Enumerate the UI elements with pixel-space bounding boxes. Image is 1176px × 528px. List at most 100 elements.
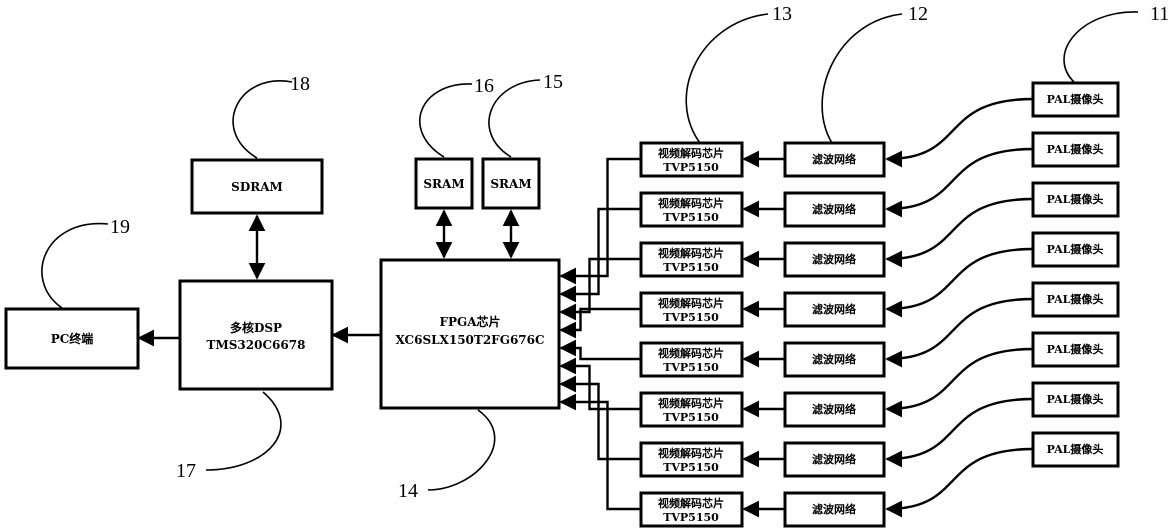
video-decoder-label-line2: TVP5150 xyxy=(663,311,719,324)
filter-network-block xyxy=(783,341,886,378)
sram-block-right: SRAM xyxy=(481,157,541,210)
decoder-to-fpga-link xyxy=(559,207,641,303)
callout-12: 12 xyxy=(821,3,928,144)
callout-19: 19 xyxy=(41,216,130,309)
video-decoder-label-line1: 视频解码芯片 xyxy=(658,246,724,260)
callout-15: 15 xyxy=(488,71,563,158)
filter-network-block xyxy=(783,141,886,178)
ref-number-12: 12 xyxy=(908,3,928,25)
video-decoder-label-line1: 视频解码芯片 xyxy=(658,146,724,160)
filter-network-label: 滤波网络 xyxy=(812,202,856,216)
filter-network-label: 滤波网络 xyxy=(812,402,856,416)
filter-network-label: 滤波网络 xyxy=(812,502,856,516)
callout-18: 18 xyxy=(232,73,310,159)
filter-network-block xyxy=(783,441,886,478)
video-decoder-label-line2: TVP5150 xyxy=(663,411,719,424)
callout-14: 14 xyxy=(398,409,496,502)
filter-network-label: 滤波网络 xyxy=(812,452,856,466)
callout-13: 13 xyxy=(685,3,792,144)
video-decoder-block xyxy=(639,491,744,528)
video-decoder-label-line1: 视频解码芯片 xyxy=(658,346,724,360)
decoder-to-fpga-link xyxy=(559,375,641,461)
pal-camera-label: PAL摄像头 xyxy=(1047,442,1104,456)
callout-17: 17 xyxy=(176,391,282,482)
filter-network-label: 滤波网络 xyxy=(812,302,856,316)
decoder-to-fpga-link xyxy=(559,307,641,339)
video-decoder-label-line2: TVP5150 xyxy=(663,261,719,274)
sdram-block: SDRAM xyxy=(190,158,324,215)
pal-camera-block xyxy=(1031,381,1120,418)
ref-number-16: 16 xyxy=(474,75,494,97)
ref-number-17: 17 xyxy=(176,460,196,482)
filter-network-label: 滤波网络 xyxy=(812,252,856,266)
filter-network-block xyxy=(783,491,886,528)
camera-to-filter-cable xyxy=(885,147,1034,218)
callout-16: 16 xyxy=(419,75,494,158)
sram-left-label: SRAM xyxy=(423,177,464,191)
video-decoder-block xyxy=(639,341,744,378)
filter-network-block xyxy=(783,241,886,278)
decoder-to-fpga-link xyxy=(559,157,641,285)
pal-camera-label: PAL摄像头 xyxy=(1047,392,1104,406)
fpga-block: FPGA芯片 XC6SLX150T2FG676C xyxy=(379,258,561,410)
filter-network-label: 滤波网络 xyxy=(812,152,856,166)
video-decoder-label-line2: TVP5150 xyxy=(663,211,719,224)
pal-camera-block xyxy=(1031,231,1120,268)
sram-right-label: SRAM xyxy=(490,177,531,191)
ref-number-14: 14 xyxy=(398,480,418,502)
filter-network-block xyxy=(783,391,886,428)
video-decoder-label-line1: 视频解码芯片 xyxy=(658,296,724,310)
pal-camera-label: PAL摄像头 xyxy=(1047,292,1104,306)
video-decoder-label-line2: TVP5150 xyxy=(663,511,719,524)
pal-camera-label: PAL摄像头 xyxy=(1047,92,1104,106)
video-input-channels: 视频解码芯片TVP5150滤波网络PAL摄像头视频解码芯片TVP5150滤波网络… xyxy=(559,81,1120,528)
callout-11: 11 xyxy=(1063,3,1169,84)
ref-number-18: 18 xyxy=(290,73,310,95)
dsp-label-line2: TMS320C6678 xyxy=(207,338,306,352)
ref-number-11: 11 xyxy=(1150,3,1169,25)
fpga-label-line1: FPGA芯片 xyxy=(439,314,500,329)
video-decoder-label-line1: 视频解码芯片 xyxy=(658,396,724,410)
camera-to-filter-cable xyxy=(885,297,1034,368)
dsp-label-line1: 多核DSP xyxy=(230,320,282,335)
decoder-to-fpga-link xyxy=(559,393,641,511)
dsp-block: 多核DSP TMS320C6678 xyxy=(178,279,334,391)
ref-number-15: 15 xyxy=(543,71,563,93)
pal-camera-label: PAL摄像头 xyxy=(1047,242,1104,256)
video-decoder-block xyxy=(639,241,744,278)
video-decoder-label-line1: 视频解码芯片 xyxy=(658,496,724,510)
video-decoder-label-line1: 视频解码芯片 xyxy=(658,196,724,210)
pc-terminal-label: PC终端 xyxy=(51,331,94,346)
video-decoder-label-line1: 视频解码芯片 xyxy=(658,446,724,460)
ref-number-13: 13 xyxy=(772,3,792,25)
filter-network-block xyxy=(783,291,886,328)
pal-camera-block xyxy=(1031,331,1120,368)
decoder-to-fpga-link xyxy=(559,257,641,321)
camera-to-filter-cable xyxy=(885,447,1034,518)
pal-camera-label: PAL摄像头 xyxy=(1047,342,1104,356)
sram-block-left: SRAM xyxy=(414,157,474,210)
camera-to-filter-cable xyxy=(885,247,1034,318)
pal-camera-label: PAL摄像头 xyxy=(1047,142,1104,156)
pc-terminal-block: PC终端 xyxy=(4,307,140,370)
decoder-to-fpga-link xyxy=(559,357,641,411)
decoder-to-fpga-link xyxy=(559,339,641,361)
video-decoder-block xyxy=(639,141,744,178)
video-decoder-label-line2: TVP5150 xyxy=(663,461,719,474)
sdram-label: SDRAM xyxy=(231,180,283,194)
fpga-label-line2: XC6SLX150T2FG676C xyxy=(395,333,544,347)
camera-to-filter-cable xyxy=(885,97,1034,168)
camera-to-filter-cable xyxy=(885,397,1034,468)
camera-to-filter-cable xyxy=(885,197,1034,268)
video-decoder-label-line2: TVP5150 xyxy=(663,361,719,374)
camera-to-filter-cable xyxy=(885,347,1034,418)
ref-number-19: 19 xyxy=(110,216,130,238)
